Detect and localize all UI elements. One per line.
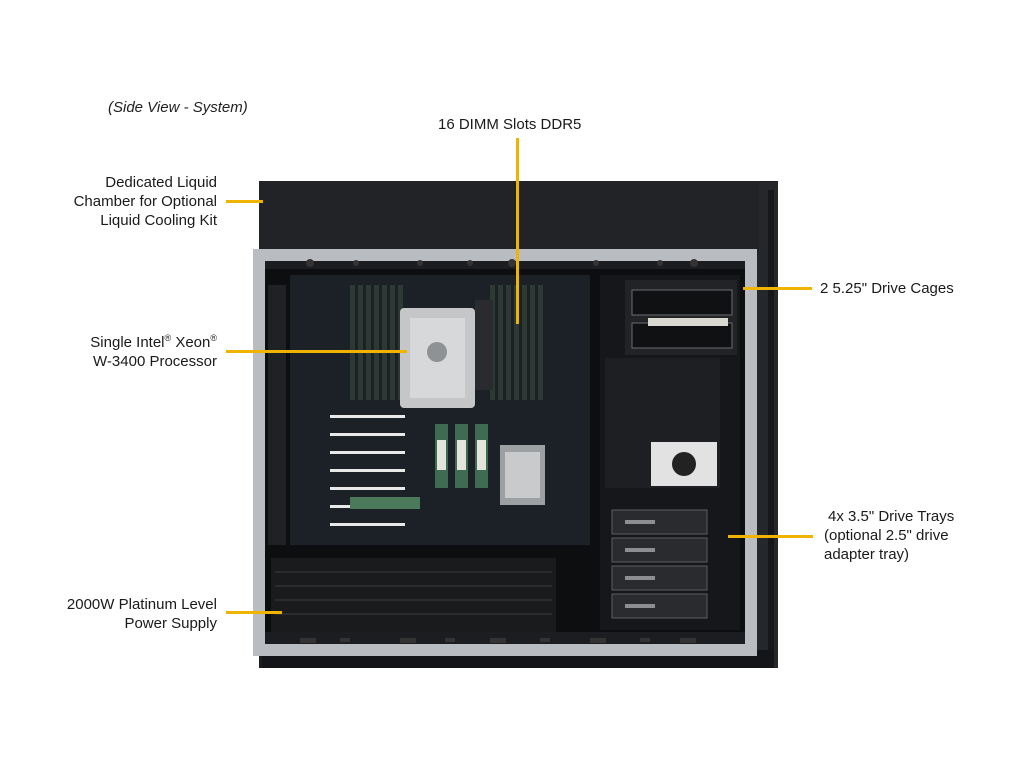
label-drive-trays: 4x 3.5" Drive Trays (optional 2.5" drive… [824, 508, 955, 563]
leader-drive-cages [743, 287, 812, 290]
label-drive-cages: 2 5.25" Drive Cages [820, 280, 954, 297]
view-caption: (Side View - System) [108, 99, 248, 116]
leader-psu [226, 611, 282, 614]
leader-cpu [226, 350, 407, 353]
label-dimm-slots: 16 DIMM Slots DDR5 [438, 116, 582, 133]
label-processor: Single Intel® Xeon® W-3400 Processor [90, 333, 217, 371]
leader-drive-trays [728, 535, 813, 538]
label-liquid-chamber: Dedicated Liquid Chamber for Optional Li… [73, 174, 217, 229]
5-25-drive-cages [625, 280, 737, 355]
front-bezel [756, 182, 778, 668]
liquid-chamber [259, 181, 759, 255]
leader-dimm [516, 138, 519, 324]
leader-liquid [226, 200, 263, 203]
power-supply [271, 558, 556, 632]
label-power-supply: 2000W Platinum Level Power Supply [66, 596, 217, 632]
m2-modules [435, 424, 488, 488]
chassis-frame [253, 249, 757, 656]
